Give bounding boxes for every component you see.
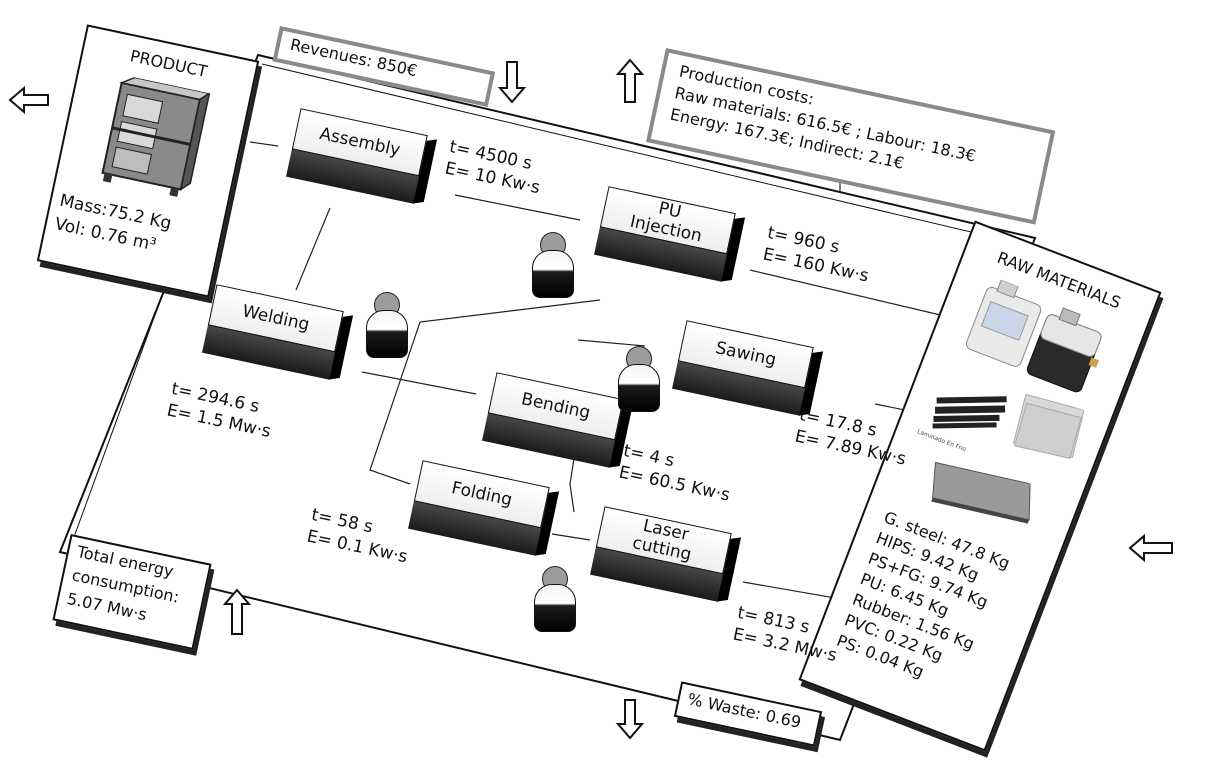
arrow-waste-out	[618, 700, 642, 738]
product-cabinet-image	[94, 74, 211, 204]
worker-icon	[616, 346, 660, 412]
process-assembly-label: Assembly	[318, 124, 402, 160]
worker-icon	[532, 566, 576, 632]
arrow-raw-materials-in	[1130, 536, 1172, 560]
process-welding-label: Welding	[241, 302, 312, 335]
process-sawing-label: Sawing	[714, 339, 778, 370]
raw-materials-list: G. steel: 47.8 Kg HIPS: 9.42 Kg PS+FG: 9…	[833, 507, 1013, 698]
process-bending-label: Bending	[520, 390, 592, 423]
arrow-product-out	[10, 88, 48, 112]
arrow-revenues-in	[500, 62, 524, 102]
process-folding-label: Folding	[450, 479, 514, 510]
worker-icon	[530, 232, 574, 298]
worker-icon	[364, 292, 408, 358]
arrow-costs-out	[618, 60, 642, 102]
